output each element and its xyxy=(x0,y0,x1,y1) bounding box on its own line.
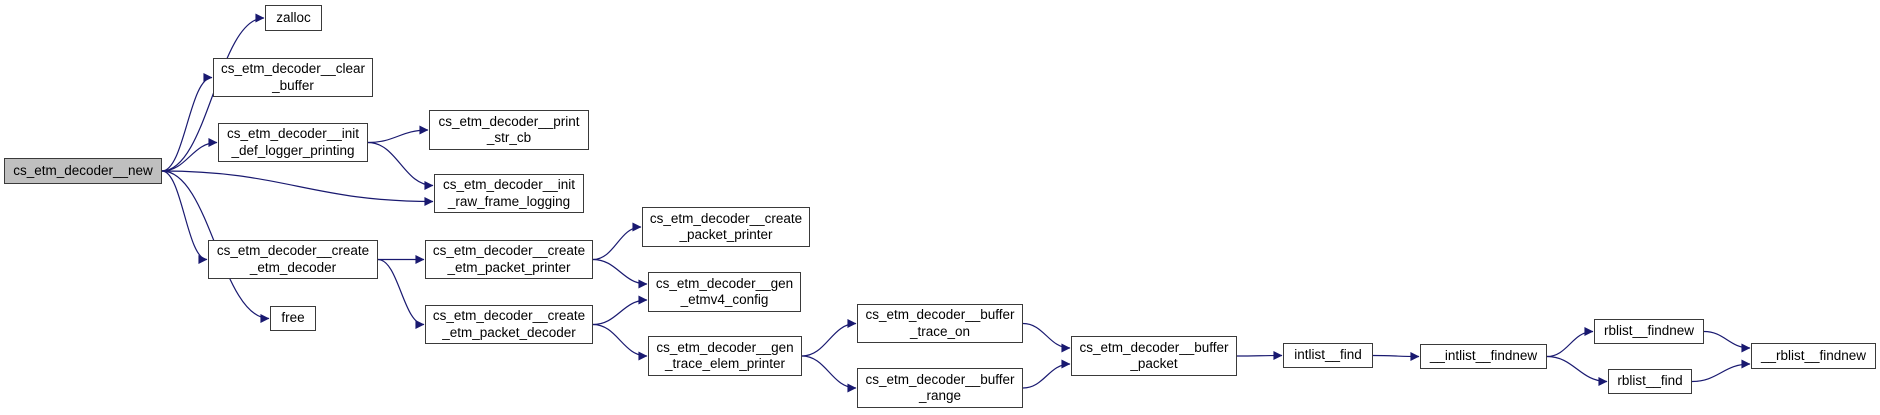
edge-create_etm_packet_printer--gen_etmv4_config xyxy=(592,258,648,289)
edge-buffer_trace_on--buffer_packet xyxy=(1022,322,1071,353)
graph-node-clear_buffer[interactable]: cs_etm_decoder__clear _buffer xyxy=(213,58,373,97)
graph-node-buffer_range[interactable]: cs_etm_decoder__buffer _range xyxy=(857,368,1023,408)
graph-node-buffer_packet[interactable]: cs_etm_decoder__buffer _packet xyxy=(1071,336,1237,376)
edge-new--init_raw_frame_logging xyxy=(161,170,434,206)
graph-node-rblist_findnew[interactable]: rblist__findnew xyxy=(1594,319,1704,344)
graph-node-create_etm_packet_decoder[interactable]: cs_etm_decoder__create _etm_packet_decod… xyxy=(425,305,593,344)
graph-node-buffer_trace_on[interactable]: cs_etm_decoder__buffer _trace_on xyxy=(857,304,1023,343)
graph-node-new[interactable]: cs_etm_decoder__new xyxy=(4,158,162,184)
edge-create_etm_packet_decoder--gen_etmv4_config xyxy=(592,295,648,326)
edge-intlist_find--intlist_findnew_priv xyxy=(1372,351,1420,361)
graph-node-create_etm_decoder[interactable]: cs_etm_decoder__create _etm_decoder xyxy=(208,240,378,279)
edge-intlist_findnew_priv--rblist_find xyxy=(1546,355,1608,386)
graph-node-init_raw_frame_logging[interactable]: cs_etm_decoder__init _raw_frame_logging xyxy=(434,174,584,213)
graph-node-rblist_findnew_priv[interactable]: __rblist__findnew xyxy=(1751,343,1876,369)
graph-node-zalloc[interactable]: zalloc xyxy=(265,5,322,31)
edge-gen_trace_elem_printer--buffer_trace_on xyxy=(801,319,857,357)
graph-node-create_etm_packet_printer[interactable]: cs_etm_decoder__create _etm_packet_print… xyxy=(425,240,593,279)
edge-rblist_findnew--rblist_findnew_priv xyxy=(1703,330,1751,353)
edge-create_etm_packet_decoder--gen_trace_elem_printer xyxy=(592,323,648,361)
graph-node-intlist_find[interactable]: intlist__find xyxy=(1283,343,1373,368)
graph-node-rblist_find[interactable]: rblist__find xyxy=(1608,369,1692,394)
edge-intlist_findnew_priv--rblist_findnew xyxy=(1546,327,1594,358)
graph-node-free[interactable]: free xyxy=(270,306,316,331)
graph-node-gen_etmv4_config[interactable]: cs_etm_decoder__gen _etmv4_config xyxy=(648,272,801,312)
edge-create_etm_packet_printer--create_packet_printer xyxy=(592,222,642,261)
edge-init_def_logger_printing--print_str_cb xyxy=(367,125,429,144)
edge-new--init_def_logger_printing xyxy=(161,138,218,172)
graph-node-print_str_cb[interactable]: cs_etm_decoder__print _str_cb xyxy=(429,110,589,150)
edge-buffer_packet--intlist_find xyxy=(1236,351,1283,361)
edge-rblist_find--rblist_findnew_priv xyxy=(1691,359,1751,383)
graph-node-gen_trace_elem_printer[interactable]: cs_etm_decoder__gen _trace_elem_printer xyxy=(648,336,802,376)
edge-init_def_logger_printing--init_raw_frame_logging xyxy=(367,141,434,190)
edge-buffer_range--buffer_packet xyxy=(1022,359,1071,389)
edge-new--create_etm_decoder xyxy=(161,170,208,264)
graph-node-init_def_logger_printing[interactable]: cs_etm_decoder__init _def_logger_printin… xyxy=(218,123,368,162)
edge-new--clear_buffer xyxy=(161,73,213,172)
edge-create_etm_decoder--create_etm_packet_decoder xyxy=(377,258,425,329)
graph-node-intlist_findnew_priv[interactable]: __intlist__findnew xyxy=(1420,344,1547,369)
graph-node-create_packet_printer[interactable]: cs_etm_decoder__create _packet_printer xyxy=(642,207,810,247)
edge-gen_trace_elem_printer--buffer_range xyxy=(801,355,857,393)
